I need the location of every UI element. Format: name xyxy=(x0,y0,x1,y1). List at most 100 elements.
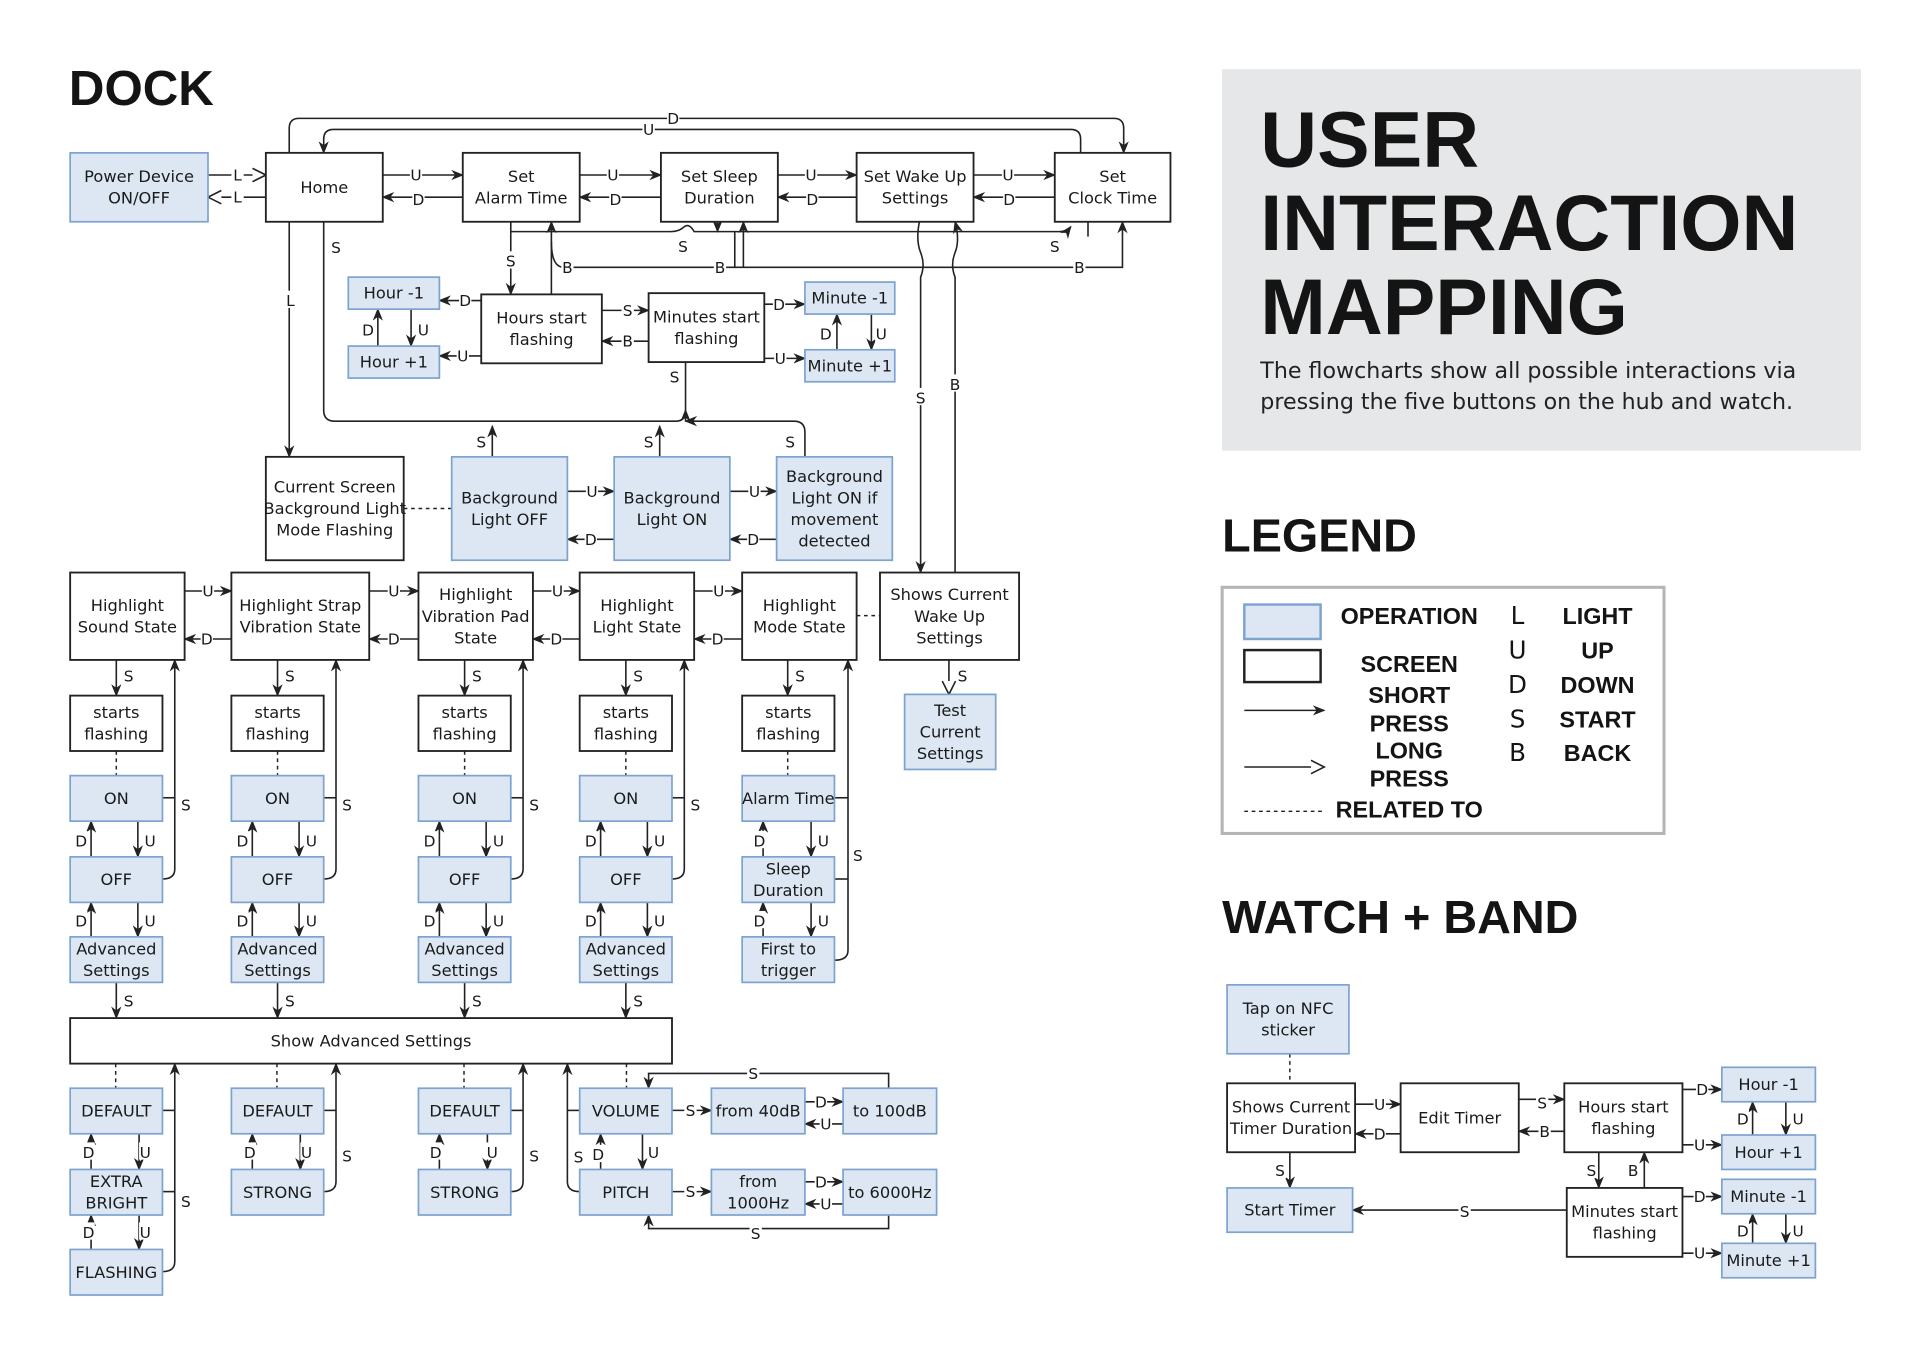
edge-label-bg xyxy=(653,911,666,929)
edge-label-d: D xyxy=(1694,1188,1706,1206)
edge-label-u: U xyxy=(145,912,156,930)
edge-label-u: U xyxy=(145,832,156,850)
edge-label-d: D xyxy=(550,631,562,649)
edge-label-bg xyxy=(361,320,375,338)
legend-key-meaning: START xyxy=(1559,707,1636,733)
edge-label-bg xyxy=(584,529,597,547)
node-label: from xyxy=(739,1172,777,1191)
legend-box: OPERATION SCREEN SHORT PRESS LONG PRESS … xyxy=(1220,585,1666,836)
node-label: Sleep xyxy=(766,859,811,878)
transition-arrow xyxy=(915,221,926,574)
node-label: starts xyxy=(603,703,649,722)
edge-label-d: D xyxy=(83,1224,95,1242)
node-label: Highlight xyxy=(600,596,673,615)
edge-label-b: B xyxy=(1628,1162,1639,1180)
edge-label-u: U xyxy=(306,832,317,850)
screen-box xyxy=(69,1017,673,1065)
edge-label-u: U xyxy=(493,912,504,930)
edge-label-bg xyxy=(305,911,318,929)
edge-label-bg xyxy=(851,845,864,863)
node-volume: VOLUME xyxy=(578,1087,673,1135)
node-label: Alarm Time xyxy=(475,189,568,208)
node-label: Start Timer xyxy=(1244,1201,1336,1220)
edge-label-bg xyxy=(1001,165,1015,183)
node-on2: ON xyxy=(230,774,325,823)
edge-label-bg xyxy=(948,374,962,392)
legend-key-letter: L xyxy=(1511,601,1525,630)
screen-box xyxy=(461,151,581,223)
edge-label-bg xyxy=(711,629,724,647)
intro-text-line-1: The flowcharts show all possible interac… xyxy=(1259,358,1796,384)
node-label: BRIGHT xyxy=(85,1194,147,1213)
operation-box xyxy=(903,693,997,771)
edge-label-bg xyxy=(231,165,244,183)
operation-box xyxy=(804,348,896,383)
edge-label-d: D xyxy=(430,1144,442,1162)
edge-label-d: D xyxy=(1696,1081,1708,1099)
edge-label-b: B xyxy=(1074,259,1085,277)
edge-label-bg xyxy=(914,387,927,406)
edge-label-d: D xyxy=(75,832,87,850)
operation-box xyxy=(230,774,325,823)
node-label: Sound State xyxy=(78,618,177,637)
edge-label-bg xyxy=(609,189,622,207)
edge-label-bg xyxy=(749,1223,762,1241)
node-off2: OFF xyxy=(230,855,325,904)
edge-label-d: D xyxy=(237,912,249,930)
edge-label-bg xyxy=(300,1142,313,1160)
node-w-hour-m1: Hour -1 xyxy=(1720,1066,1817,1103)
edge-label-bg xyxy=(621,331,634,349)
node-label: Highlight xyxy=(91,596,164,615)
node-label: Duration xyxy=(684,189,755,208)
edge-label-bg xyxy=(243,1142,256,1160)
edge-label-s: S xyxy=(181,797,191,815)
node-label: Highlight xyxy=(439,585,512,604)
edge-label-u: U xyxy=(818,832,829,850)
node-def1: DEFAULT xyxy=(69,1087,164,1135)
operation-box xyxy=(741,855,836,904)
title-line-3: MAPPING xyxy=(1260,263,1628,351)
node-label: Hour -1 xyxy=(1738,1075,1798,1094)
edge-label-bg xyxy=(621,300,634,318)
operation-box xyxy=(578,935,673,984)
node-label: Background xyxy=(461,488,558,507)
legend-key-meaning: UP xyxy=(1581,638,1613,664)
node-strong2: STRONG xyxy=(230,1168,325,1216)
edge-label-bg xyxy=(475,432,488,450)
legend-key-meaning: BACK xyxy=(1564,740,1632,766)
edge-label-bg xyxy=(329,237,343,255)
operation-box xyxy=(741,935,836,984)
node-label: flashing xyxy=(246,725,310,744)
node-label: flashing xyxy=(1591,1119,1655,1138)
node-label: detected xyxy=(798,531,870,550)
node-to100: to 100dB xyxy=(842,1087,938,1135)
operation-box xyxy=(69,855,164,904)
operation-box xyxy=(578,774,673,823)
edge-label-u: U xyxy=(457,347,468,365)
operation-box xyxy=(1720,1242,1817,1279)
node-label: Highlight Strap xyxy=(239,596,361,615)
edge-label-u: U xyxy=(820,1115,831,1133)
node-label: Minutes start xyxy=(1571,1202,1678,1221)
node-flashing: FLASHING xyxy=(69,1248,164,1296)
edge-label-u: U xyxy=(1694,1136,1705,1154)
node-label: Hour +1 xyxy=(1735,1143,1803,1162)
node-label: OFF xyxy=(262,870,293,889)
edge-label-bg xyxy=(642,119,655,137)
edge-label-bg xyxy=(689,795,702,813)
transition-arrow xyxy=(562,1062,580,1193)
edge-label-bg xyxy=(684,1100,697,1118)
node-on4: ON xyxy=(578,774,673,823)
edge-label-s: S xyxy=(686,1183,696,1201)
edge-label-bg xyxy=(561,257,574,275)
edge-label-bg xyxy=(417,320,430,338)
edge-label-bg xyxy=(1693,1243,1706,1261)
